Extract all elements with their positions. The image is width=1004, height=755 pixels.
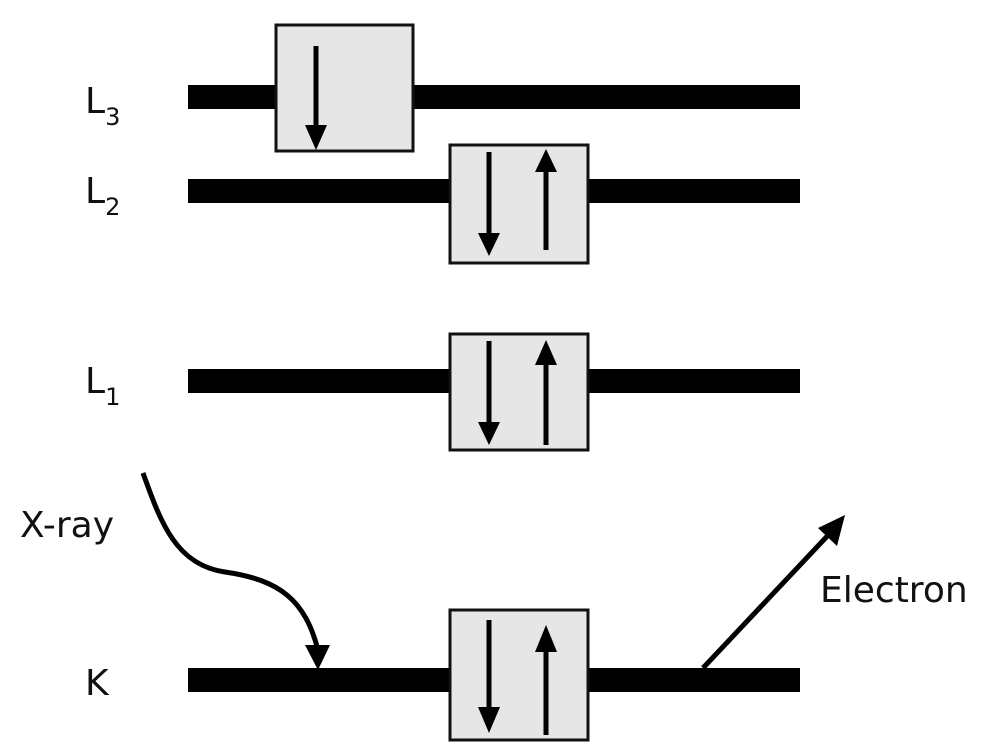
level-label-l1: L1 bbox=[85, 361, 120, 411]
xray-label: X-ray bbox=[20, 505, 114, 546]
electron-down-arrow bbox=[305, 46, 327, 150]
orbital-box-l3 bbox=[274, 23, 415, 153]
level-label-l3: L3 bbox=[85, 81, 120, 131]
level-subscript-l3: 3 bbox=[105, 103, 120, 131]
level-subscript-l1: 1 bbox=[105, 383, 120, 411]
electron-down-arrow bbox=[478, 620, 500, 733]
electron-up-arrow bbox=[535, 340, 557, 445]
level-subscript-l2: 2 bbox=[105, 193, 120, 221]
electron-label: Electron bbox=[820, 570, 968, 611]
orbital-box-l1 bbox=[448, 332, 590, 452]
electron-down-arrow bbox=[478, 341, 500, 445]
electron-down-arrow bbox=[478, 152, 500, 256]
xray-incoming-arrow bbox=[140, 472, 330, 670]
orbital-box-l2 bbox=[448, 143, 590, 265]
electron-up-arrow bbox=[535, 149, 557, 250]
ejected-electron-arrow bbox=[701, 515, 845, 670]
level-label-k: K bbox=[85, 663, 110, 704]
level-label-l2: L2 bbox=[85, 171, 120, 221]
electron-up-arrow bbox=[535, 625, 557, 735]
orbital-box-k bbox=[448, 608, 590, 742]
